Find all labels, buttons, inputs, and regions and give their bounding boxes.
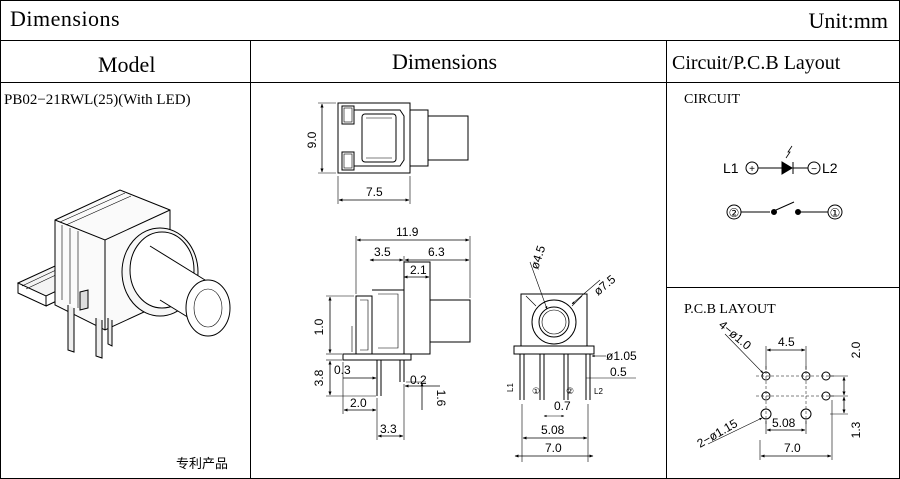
model-name: PB02−21RWL(25)(With LED) — [4, 92, 191, 108]
dim-side-c: 2.1 — [410, 263, 427, 277]
front-pin1: ① — [532, 386, 540, 396]
pcb-dim-pitch-mid: 5.08 — [772, 416, 796, 430]
dim-side-total: 11.9 — [396, 225, 419, 239]
divider-circuit-pcb — [666, 287, 900, 288]
divider-column-headers — [0, 82, 900, 83]
column-header-model: Model — [98, 52, 156, 77]
dim-side-b: 6.3 — [428, 245, 445, 259]
divider-dim-col — [666, 40, 667, 478]
pcb-layout-drawing — [707, 333, 848, 460]
front-pin2: ② — [566, 386, 574, 396]
divider-model-col — [250, 40, 251, 478]
front-view-drawing — [513, 261, 636, 462]
dim-side-h: 2.0 — [350, 396, 367, 410]
dim-front-pin-gap: 0.7 — [554, 399, 571, 413]
column-header-dimensions: Dimensions — [392, 49, 498, 74]
dim-side-g: 0.2 — [410, 373, 427, 387]
dim-top-width: 7.5 — [366, 185, 383, 199]
dim-top-height: 9.0 — [305, 131, 319, 148]
dim-front-pin-w: 0.5 — [610, 365, 627, 379]
front-label-l1: L1 — [506, 383, 515, 392]
patent-note: 专利产品 — [176, 457, 229, 472]
pcb-dim-hole-big: 4−ø1.0 — [716, 318, 754, 353]
dim-side-e: 3.8 — [312, 369, 326, 386]
pcb-dim-pitch-top: 4.5 — [778, 335, 795, 349]
circuit-l2: L2 — [822, 160, 838, 176]
dim-side-j: 3.3 — [380, 422, 397, 436]
circuit-l1: L1 — [723, 160, 739, 176]
circuit-title: CIRCUIT — [684, 92, 740, 107]
circuit-pin1: ① — [830, 206, 841, 220]
divider-header — [0, 40, 900, 41]
dim-front-outer-dia: ø7.5 — [591, 272, 619, 298]
circuit-diagram — [726, 145, 843, 220]
pcb-title: P.C.B LAYOUT — [684, 302, 776, 317]
pcb-dim-row-gap: 2.0 — [849, 341, 863, 358]
dim-side-d: 1.0 — [312, 318, 326, 335]
dim-front-pitch: 5.08 — [541, 423, 565, 437]
circuit-minus: − — [811, 164, 817, 175]
unit-label: Unit:mm — [808, 8, 888, 33]
product-illustration — [16, 189, 231, 359]
side-view-drawing — [326, 236, 471, 440]
front-label-l2: L2 — [594, 387, 603, 396]
dim-front-inner-dia: ø4.5 — [528, 243, 549, 270]
dim-side-i: 1.6 — [434, 390, 448, 407]
circuit-plus: + — [749, 164, 755, 175]
pcb-dim-row-gap2: 1.3 — [849, 421, 863, 438]
top-view-drawing — [318, 102, 469, 204]
dim-front-pin-dia: ø1.05 — [606, 349, 637, 363]
dim-side-f: 0.3 — [334, 363, 351, 377]
column-header-circuit: Circuit/P.C.B Layout — [672, 52, 841, 74]
dim-side-a: 3.5 — [374, 245, 391, 259]
page-title: Dimensions — [10, 6, 121, 31]
dim-front-width: 7.0 — [545, 441, 562, 455]
pcb-dim-width: 7.0 — [784, 441, 801, 455]
circuit-pin2: ② — [729, 206, 740, 220]
pcb-dim-hole-small: 2−ø1.15 — [695, 416, 741, 450]
